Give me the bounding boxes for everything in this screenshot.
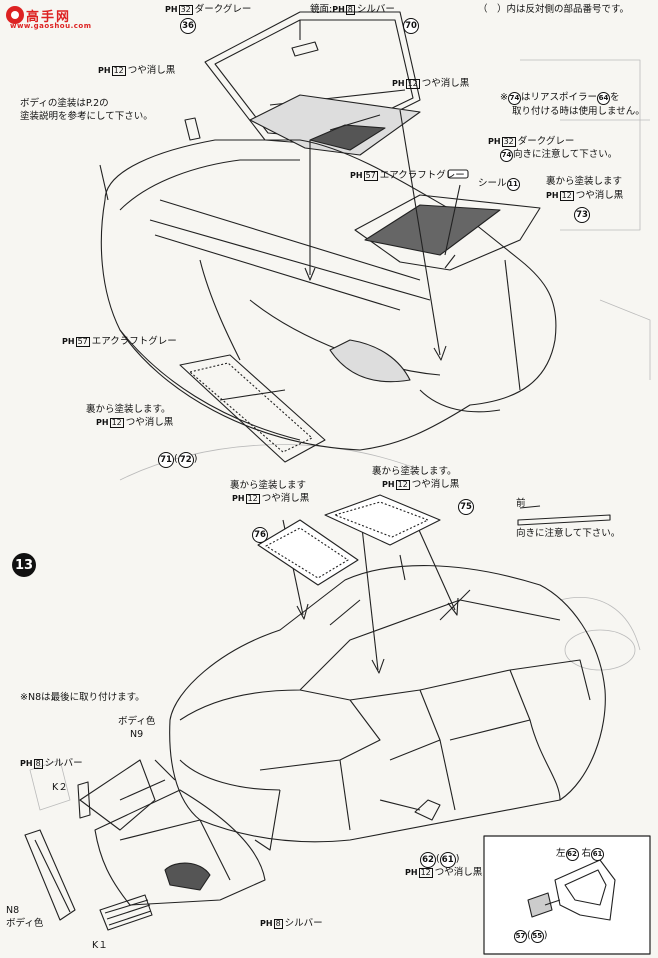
direction-front-label: 前 [516, 498, 526, 509]
rear-body-tub [99, 117, 557, 451]
step-number-badge: 13 [12, 553, 36, 577]
back-paint-note-71: 裏から塗装します。 [86, 404, 171, 415]
n8-note: ※N8は最後に取り付けます。 [20, 692, 145, 703]
part-62-number: 62(61) [420, 852, 459, 868]
part-76-number: 76 [252, 527, 268, 543]
body-color-n9-label: ボディ色 [118, 716, 156, 727]
part-73-number: 73 [574, 207, 590, 223]
paint-note-line-1: ボディの塗装はP.2の [20, 98, 109, 109]
part-n8-code: N8 [6, 905, 20, 916]
part-n8-color: ボディ色 [6, 918, 44, 929]
window-part-76 [257, 519, 359, 586]
inset-bottom-number: 57(55) [514, 930, 548, 943]
window-part-75 [324, 494, 441, 546]
front-bumper-parts [24, 759, 266, 931]
rear-panel-part-73 [354, 194, 541, 271]
watermark-text: 高手网 [26, 10, 72, 25]
back-paint-note-73: 裏から塗装します [546, 176, 623, 187]
mirror-part-62 [414, 799, 441, 821]
watermark-logo [4, 4, 28, 30]
direction-part [517, 505, 611, 526]
spoiler-note-line-2: 取り付ける時は使用しません。 [512, 106, 645, 117]
seal-part-11 [447, 169, 469, 179]
opposite-part-note: （ ）内は反対側の部品番号です。 [478, 4, 630, 15]
direction-note: 向きに注意して下さい。 [516, 528, 621, 539]
rear-window-part-71 [179, 354, 326, 463]
car-body [169, 565, 606, 851]
watermark-url: www.gaoshou.com [10, 22, 92, 30]
part-k2-label: K２ [52, 782, 68, 793]
paint-note-line-2: 塗装説明を参考にして下さい。 [20, 111, 153, 122]
part-36-number: 36 [180, 18, 196, 34]
part-75-number: 75 [458, 499, 474, 515]
part-n9-code: N9 [130, 729, 144, 740]
ball-icon [6, 6, 24, 24]
part-k1-label: K１ [92, 940, 108, 951]
back-paint-note-76: 裏から塗装します [230, 480, 307, 491]
inset-mirror [527, 859, 616, 921]
back-paint-note-75: 裏から塗装します。 [372, 466, 457, 477]
part-70-number: 70 [403, 18, 419, 34]
console-part-36 [291, 41, 319, 57]
part-71-number: 71(72) [158, 452, 197, 468]
